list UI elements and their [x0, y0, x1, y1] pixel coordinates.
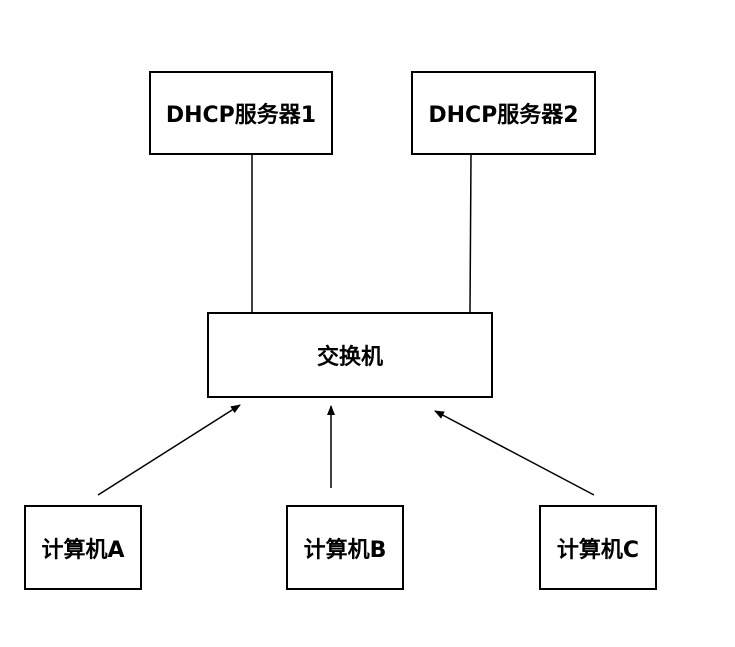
switch-label: 交换机: [316, 345, 383, 370]
arrow-computer-c-to-switch: [434, 410, 595, 496]
arrow-computer-a-to-switch: [97, 404, 241, 496]
switch-node: 交换机: [207, 312, 493, 398]
link-dhcp2-switch: [469, 154, 472, 313]
dhcp-server-1-label: DHCP服务器1: [165, 103, 317, 128]
dhcp-server-1-node: DHCP服务器1: [149, 71, 333, 155]
computer-a-node: 计算机A: [24, 505, 142, 590]
computer-a-label: 计算机A: [41, 537, 125, 563]
dhcp-server-2-label: DHCP服务器2: [428, 103, 579, 128]
computer-c-label: 计算机C: [556, 537, 640, 563]
computer-c-node: 计算机C: [539, 505, 657, 590]
computer-b-label: 计算机B: [303, 537, 387, 563]
dhcp-server-2-node: DHCP服务器2: [411, 71, 596, 155]
computer-b-node: 计算机B: [286, 505, 404, 590]
